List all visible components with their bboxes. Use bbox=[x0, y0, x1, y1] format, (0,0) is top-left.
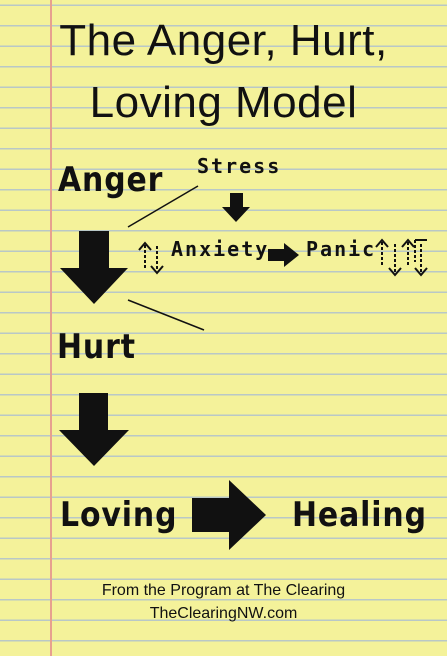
title-line-1: The Anger, Hurt, bbox=[59, 16, 388, 65]
footer-website: TheClearingNW.com bbox=[149, 605, 298, 622]
node-anxiety: Anxiety bbox=[171, 237, 270, 261]
title-line-2: Loving Model bbox=[89, 78, 358, 127]
panic-updown-icon bbox=[375, 238, 428, 277]
node-anger: Anger bbox=[58, 160, 164, 200]
node-loving: Loving bbox=[60, 495, 178, 535]
bracket-line-top bbox=[127, 185, 199, 228]
hurt-to-loving-arrow bbox=[59, 393, 129, 466]
bracket-line-bottom bbox=[127, 299, 205, 331]
anger-to-hurt-arrow bbox=[60, 231, 128, 304]
node-panic: Panic bbox=[306, 237, 377, 261]
footer-program-credit: From the Program at The Clearing bbox=[101, 582, 346, 599]
anxiety-updown-icon bbox=[138, 241, 164, 275]
node-healing: Healing bbox=[292, 495, 427, 535]
loving-to-healing-arrow bbox=[192, 480, 266, 550]
stress-down-arrow bbox=[222, 193, 250, 222]
margin-line bbox=[50, 0, 52, 656]
anxiety-to-panic-arrow bbox=[268, 243, 299, 267]
node-hurt: Hurt bbox=[57, 327, 136, 367]
node-stress: Stress bbox=[197, 154, 282, 178]
